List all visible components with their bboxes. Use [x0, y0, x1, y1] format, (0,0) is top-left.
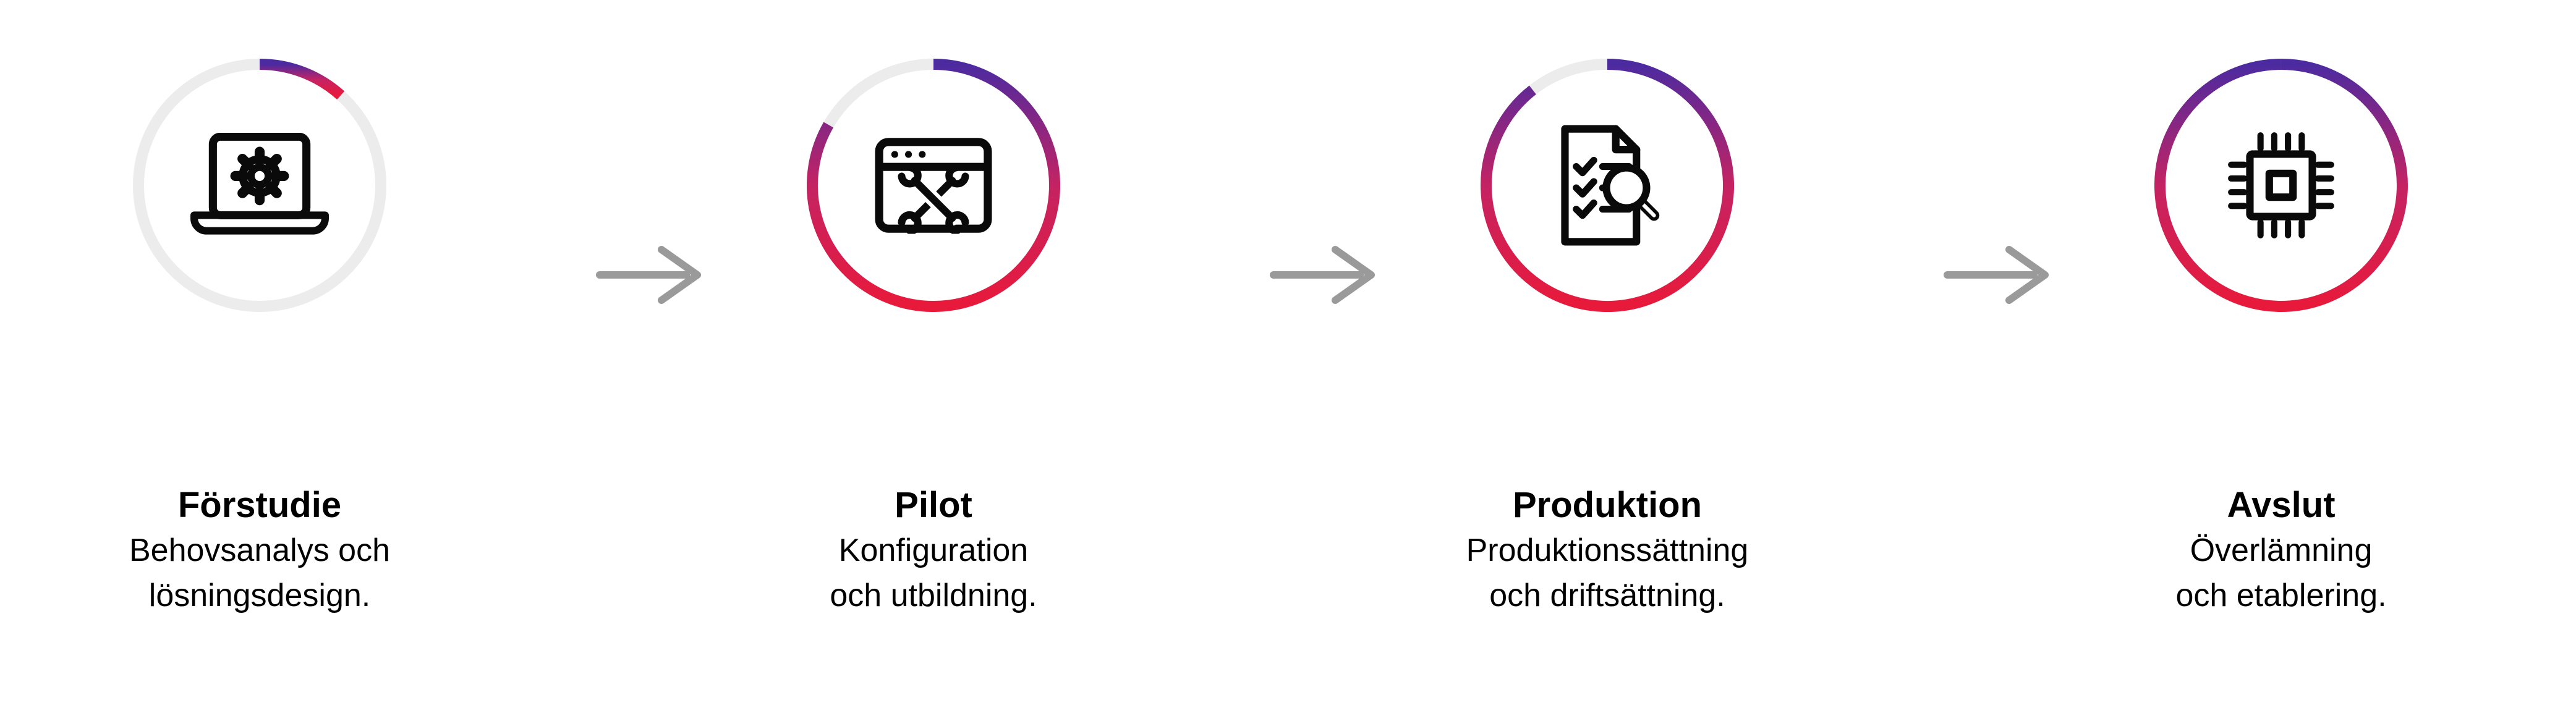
stage-title: Produktion — [1512, 485, 1702, 525]
gear-glyph — [230, 146, 289, 206]
ring-progress-arc — [807, 59, 1060, 312]
right-arrow-icon — [1270, 246, 1375, 304]
stage-title: Pilot — [895, 485, 972, 525]
stage-pilot: Pilot Konfiguration och utbildning. — [717, 0, 1150, 716]
right-arrow-icon — [1944, 246, 2049, 304]
stage-caption: Avslut Överlämning och etablering. — [2065, 483, 2497, 619]
stage-title: Förstudie — [177, 485, 342, 525]
right-arrow-icon — [596, 246, 701, 304]
stage-avslut: Avslut Överlämning och etablering. — [2065, 0, 2497, 716]
crossed-wrenches-glyph — [898, 164, 969, 234]
stage-caption: Pilot Konfiguration och utbildning. — [717, 483, 1150, 619]
document-checklist-magnifier-icon — [1561, 125, 1660, 246]
stage-title: Avslut — [2227, 485, 2336, 525]
stage-caption: Förstudie Behovsanalys och lösningsdesig… — [43, 483, 476, 619]
stage-description: Överlämning och etablering. — [2065, 528, 2497, 620]
description-line: och etablering. — [2175, 578, 2387, 614]
description-line: Överlämning — [2190, 532, 2373, 568]
window-dot — [905, 151, 912, 158]
magnifier-glyph — [1602, 164, 1660, 221]
ring-progress-arc — [1481, 59, 1734, 312]
chip-pins — [2228, 132, 2334, 238]
progress-ring — [1481, 59, 1734, 312]
checkmarks — [1573, 156, 1597, 219]
progress-ring — [133, 59, 386, 312]
progress-ring — [807, 59, 1060, 312]
ring-progress-arc — [2154, 59, 2408, 312]
stage-produktion: Produktion Produktionssättning och drift… — [1391, 0, 1824, 716]
stage-caption: Produktion Produktionssättning och drift… — [1391, 483, 1824, 619]
ring-progress-arc — [259, 59, 345, 100]
description-line: Konfiguration — [838, 532, 1029, 568]
laptop-gear-icon — [190, 133, 329, 235]
description-line: Behovsanalys och — [129, 532, 391, 568]
progress-ring — [2154, 59, 2408, 312]
window-dot — [891, 151, 898, 158]
browser-tools-icon — [875, 138, 992, 234]
description-line: Produktionssättning — [1466, 532, 1749, 568]
stage-description: Behovsanalys och lösningsdesign. — [43, 528, 476, 620]
description-line: lösningsdesign. — [148, 578, 371, 614]
cpu-chip-icon — [2228, 132, 2334, 238]
description-line: och utbildning. — [830, 578, 1037, 614]
stage-description: Konfiguration och utbildning. — [717, 528, 1150, 620]
description-line: och driftsättning. — [1489, 578, 1725, 614]
window-dot — [919, 151, 926, 158]
stage-description: Produktionssättning och driftsättning. — [1391, 528, 1824, 620]
stage-forstudie: Förstudie Behovsanalys och lösningsdesig… — [43, 0, 476, 716]
